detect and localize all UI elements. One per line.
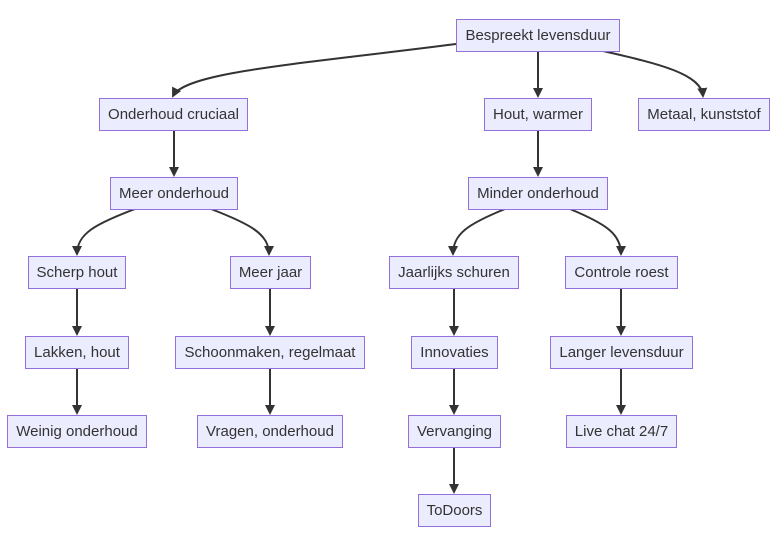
edge-meer_onderhoud-to-meer_jaar [210, 208, 274, 256]
node-label: Schoonmaken, regelmaat [185, 344, 357, 361]
node-box [389, 256, 519, 289]
node-weinig-onderhoud: Weinig onderhoud [7, 415, 147, 448]
node-label: Scherp hout [37, 264, 119, 281]
node-controle-roest: Controle roest [565, 256, 678, 289]
node-scherp-hout: Scherp hout [28, 256, 126, 289]
node-box [110, 177, 238, 210]
node-jaarlijks-schuren: Jaarlijks schuren [389, 256, 519, 289]
node-box [638, 98, 770, 131]
node-label: Live chat 24/7 [575, 423, 668, 440]
node-label: Vragen, onderhoud [206, 423, 334, 440]
node-label: Bespreekt levensduur [465, 27, 610, 44]
node-minder-onderhoud: Minder onderhoud [468, 177, 608, 210]
node-box [468, 177, 608, 210]
edge-minder_onderhoud-to-controle_roest [569, 208, 626, 256]
edge-minder_onderhoud-to-jaarlijks_schuren [448, 208, 506, 256]
node-todoors: ToDoors [418, 494, 491, 527]
node-label: Jaarlijks schuren [398, 264, 510, 281]
node-box [456, 19, 620, 52]
node-label: Metaal, kunststof [647, 106, 761, 123]
node-box [28, 256, 126, 289]
node-label: Minder onderhoud [477, 185, 599, 202]
edge-meer_onderhoud-to-scherp_hout [72, 208, 136, 256]
node-langer-levensduur: Langer levensduur [550, 336, 693, 369]
node-live-chat: Live chat 24/7 [566, 415, 677, 448]
edge-bespreekt-to-metaal [602, 50, 708, 98]
node-lakken-hout: Lakken, hout [25, 336, 129, 369]
node-vragen-onderhoud: Vragen, onderhoud [197, 415, 343, 448]
node-onderhoud-cruciaal: Onderhoud cruciaal [99, 98, 248, 131]
node-box [566, 415, 677, 448]
node-label: Lakken, hout [34, 344, 121, 361]
node-label: Meer onderhoud [119, 185, 229, 202]
node-hout-warmer: Hout, warmer [484, 98, 592, 131]
node-label: Hout, warmer [493, 106, 583, 123]
node-label: Controle roest [574, 264, 669, 281]
node-box [25, 336, 129, 369]
node-box [99, 98, 248, 131]
node-box [7, 415, 147, 448]
node-label: Langer levensduur [559, 344, 683, 361]
node-metaal: Metaal, kunststof [638, 98, 770, 131]
node-label: Weinig onderhoud [16, 423, 137, 440]
node-box [550, 336, 693, 369]
node-box [408, 415, 501, 448]
node-box [197, 415, 343, 448]
edges-layer [72, 43, 708, 494]
node-label: Innovaties [420, 344, 488, 361]
node-meer-onderhoud: Meer onderhoud [110, 177, 238, 210]
node-schoonmaken: Schoonmaken, regelmaat [175, 336, 365, 369]
node-innovaties: Innovaties [411, 336, 498, 369]
node-meer-jaar: Meer jaar [230, 256, 311, 289]
node-label: ToDoors [427, 502, 483, 519]
node-label: Vervanging [417, 423, 492, 440]
node-box [411, 336, 498, 369]
node-box [565, 256, 678, 289]
node-box [484, 98, 592, 131]
node-label: Onderhoud cruciaal [108, 106, 239, 123]
node-box [230, 256, 311, 289]
edge-bespreekt-to-onderhoud_cruciaal [172, 43, 457, 98]
node-box [175, 336, 365, 369]
node-box [418, 494, 491, 527]
node-label: Meer jaar [239, 264, 302, 281]
node-bespreekt: Bespreekt levensduur [456, 19, 620, 52]
node-vervanging: Vervanging [408, 415, 501, 448]
